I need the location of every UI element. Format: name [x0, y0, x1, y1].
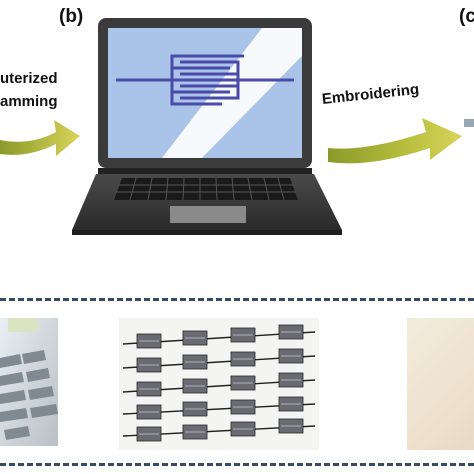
fabric-photo-right: [407, 318, 474, 450]
panel-c-object-fragment: [464, 119, 474, 127]
curved-arrow-right-icon: [0, 120, 80, 156]
laptop-icon: [72, 18, 342, 235]
bottom-dashed-separator: [0, 463, 474, 466]
curved-arrow-right-icon: [328, 118, 462, 164]
panel-label-c: (c: [459, 6, 474, 27]
step-label-programming-line2: amming: [0, 93, 58, 110]
step-label-programming-line1: uterized: [0, 70, 58, 87]
embroidered-array-photo: [119, 318, 319, 450]
panel-label-b: (b): [59, 6, 84, 27]
top-dashed-separator: [0, 298, 474, 301]
interdigitated-electrode-icon: [116, 54, 294, 106]
fabric-photo-left: [0, 318, 58, 446]
